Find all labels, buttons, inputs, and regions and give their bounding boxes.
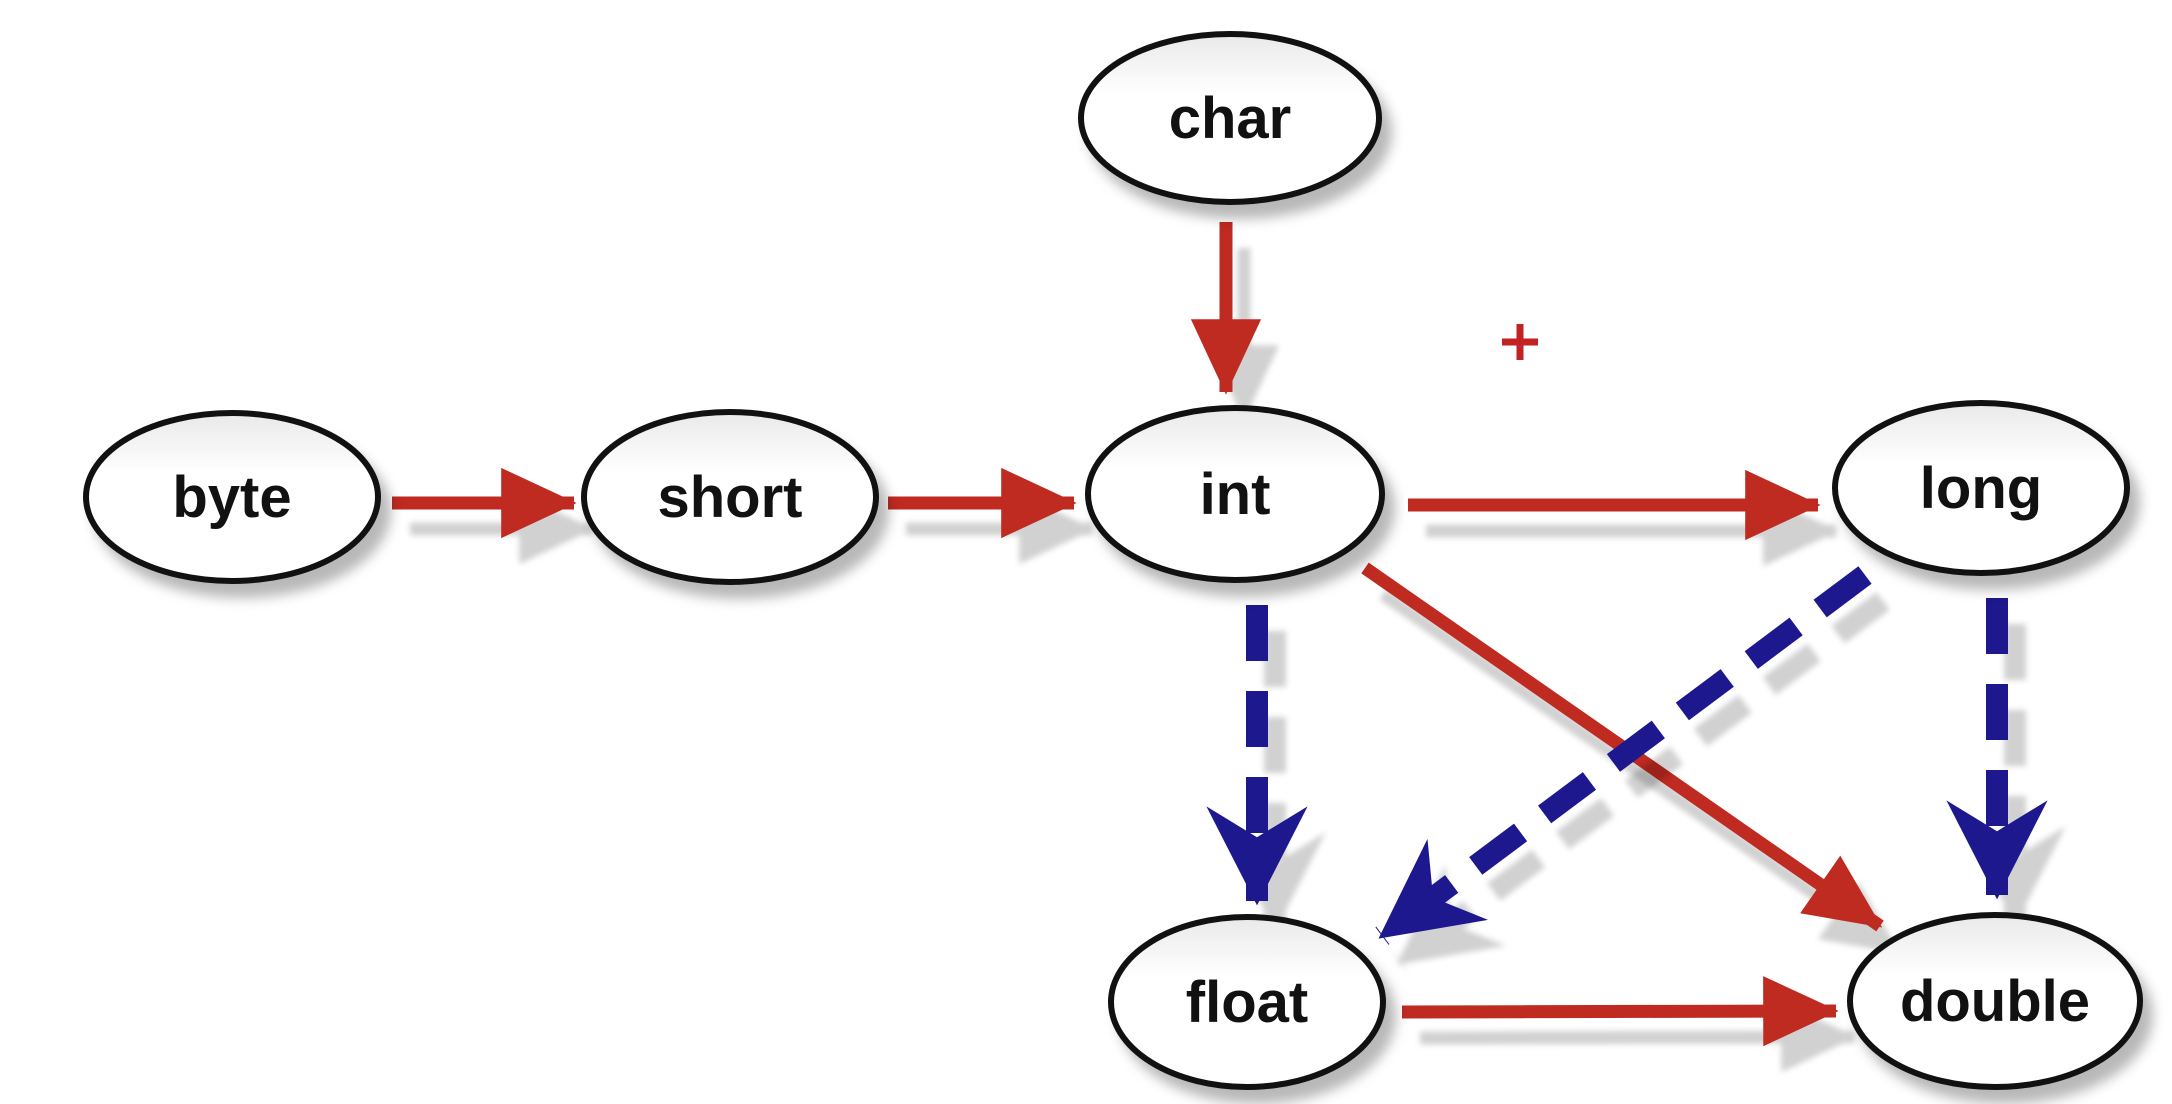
node-double: double: [1847, 912, 2143, 1090]
node-byte-ellipse: [83, 410, 381, 584]
node-float-label: float: [1186, 970, 1308, 1035]
node-short-label: short: [658, 465, 803, 530]
node-short: short: [581, 409, 879, 585]
node-int-label: int: [1200, 462, 1271, 527]
node-char-label: char: [1169, 86, 1292, 151]
node-int-ellipse: [1085, 405, 1385, 583]
node-long-ellipse: [1832, 400, 2130, 576]
node-char: char: [1078, 31, 1382, 205]
node-byte: byte: [83, 410, 381, 584]
node-short-ellipse: [581, 409, 879, 585]
edge-float-to-double-arrow: [1401, 976, 1839, 1047]
node-char-ellipse: [1078, 31, 1382, 205]
crosshair-cursor-icon: [1502, 324, 1538, 360]
edges-layer: [392, 222, 2048, 1047]
node-float: float: [1108, 914, 1386, 1090]
node-float-ellipse: [1108, 914, 1386, 1090]
nodes-layer: byte short char int long float double: [83, 31, 2143, 1090]
node-long: long: [1832, 400, 2130, 576]
node-byte-label: byte: [172, 465, 291, 530]
cursor-layer: [1502, 324, 1538, 360]
edge-long-to-float-dashed-arrow: [1375, 566, 1872, 945]
node-long-label: long: [1920, 456, 2042, 521]
node-double-ellipse: [1847, 912, 2143, 1090]
node-int: int: [1085, 405, 1385, 583]
node-double-label: double: [1900, 969, 2090, 1034]
